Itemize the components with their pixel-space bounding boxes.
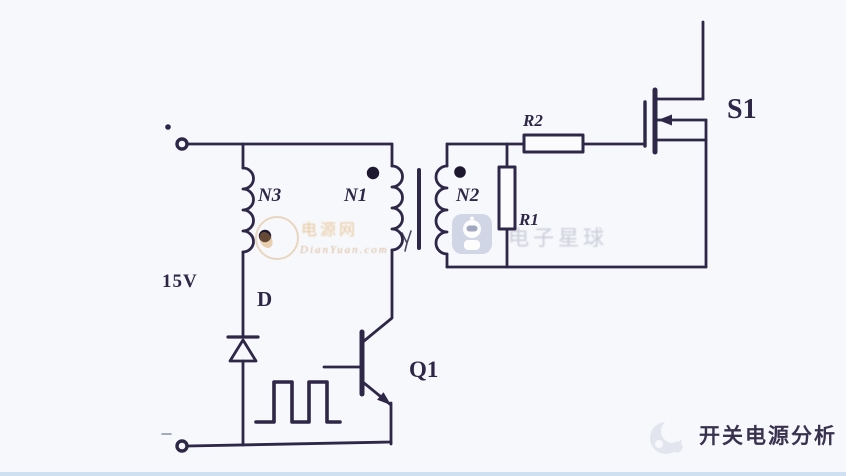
winding-n1 — [390, 164, 404, 252]
q1-emitter-wire — [362, 381, 393, 446]
phase-dot-n3 — [258, 229, 272, 243]
footer-watermark-text: 开关电源分析 — [699, 424, 837, 448]
square-wave-icon — [254, 380, 342, 424]
phase-dot-n1 — [366, 166, 380, 180]
watermark-dianyuan-cn: 电源网 — [301, 222, 359, 239]
winding-n3-label: N3 — [258, 185, 282, 206]
q1-emitter-arrow — [377, 392, 391, 405]
winding-n2-label: N2 — [456, 185, 480, 206]
mosfet-s1 — [643, 20, 708, 155]
winding-n1-label: N1 — [344, 185, 368, 206]
supply-voltage-label: 15V — [162, 271, 198, 292]
watermark-robot-icon — [452, 214, 492, 254]
winding-n2 — [434, 164, 449, 256]
primary-bottom-rail — [186, 440, 393, 448]
mosfet-s1-label: S1 — [727, 94, 757, 125]
diode-symbol — [226, 335, 260, 447]
winding-n3 — [241, 166, 255, 254]
footer-logo-icon — [650, 419, 685, 454]
transistor-q1-label: Q1 — [409, 357, 439, 382]
watermark-planet-text: 电子星球 — [508, 226, 608, 250]
resistor-r1-label: R1 — [519, 210, 539, 229]
terminal-negative — [175, 439, 189, 453]
resistor-r2-body — [522, 133, 585, 154]
positive-polarity-dot-icon — [165, 124, 171, 130]
s1-body-arrow — [658, 114, 672, 126]
phase-dot-n2 — [454, 166, 466, 178]
watermark-dianyuan-domain: DianYuan.com — [300, 244, 389, 256]
q1-collector-wire — [362, 248, 394, 343]
bottom-border-strip — [0, 472, 846, 476]
stray-mark — [401, 230, 412, 252]
watermark-dianyuan-logo — [255, 216, 299, 260]
resistor-r1-body — [497, 165, 517, 231]
diode-label: D — [257, 287, 273, 311]
resistor-r2-label: R2 — [523, 111, 543, 130]
terminal-positive — [175, 137, 189, 151]
npn-transistor-q1 — [322, 248, 394, 446]
